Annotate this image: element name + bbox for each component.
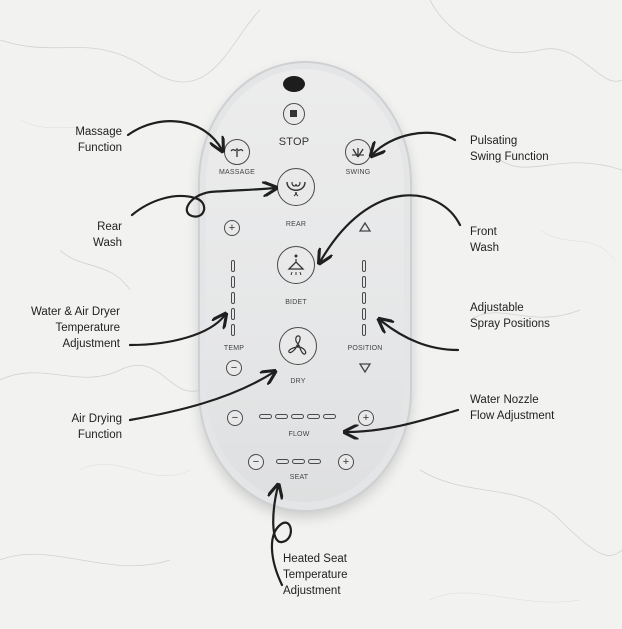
bidet-label: BIDET [285,299,307,306]
temp-label: TEMP [223,345,245,352]
bidet-button[interactable] [277,246,315,284]
massage-icon [230,147,244,157]
dry-button[interactable] [279,327,317,365]
temp-minus-button[interactable]: − [226,360,242,376]
flow-minus-button[interactable]: − [227,410,243,426]
massage-label: MASSAGE [218,169,256,176]
plus-icon: + [228,221,236,234]
plus-icon: + [342,455,350,468]
minus-icon: − [231,411,239,424]
position-down-icon[interactable] [358,362,372,374]
position-up-icon[interactable] [358,221,372,233]
massage-button[interactable] [224,139,250,165]
flow-label: FLOW [288,431,310,438]
ir-sensor [283,76,305,92]
stop-button[interactable] [283,103,305,125]
swing-label: SWING [345,169,371,176]
minus-icon: − [252,455,260,468]
seat-label: SEAT [289,474,309,481]
temp-plus-button[interactable]: + [224,220,240,236]
position-label: POSITION [347,345,383,352]
dry-label: DRY [290,378,306,385]
rear-button[interactable] [277,168,315,206]
stop-label: STOP [278,136,310,148]
rear-wash-icon [286,181,306,197]
seat-minus-button[interactable]: − [248,454,264,470]
plus-icon: + [362,411,370,424]
minus-icon: − [230,361,238,374]
seat-plus-button[interactable]: + [338,454,354,470]
swing-icon [352,148,364,158]
flow-plus-button[interactable]: + [358,410,374,426]
remote-control [200,63,410,510]
rear-label: REAR [285,221,307,228]
front-wash-icon [287,254,305,276]
stop-icon [290,110,297,117]
fan-icon [288,335,307,355]
swing-button[interactable] [345,139,371,165]
